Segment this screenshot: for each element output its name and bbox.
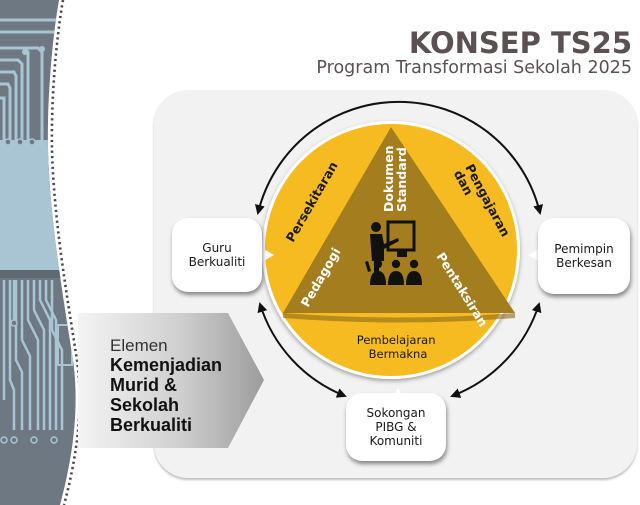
element-arrow-box	[78, 313, 264, 448]
element-line: Kemenjadian	[110, 355, 223, 375]
node-sokongan-pibg-komuniti: Sokongan PIBG & Komuniti	[346, 393, 446, 461]
center-triangle	[283, 127, 515, 313]
teacher-presentation-icon	[365, 220, 422, 285]
circuit-board-decoration	[0, 0, 81, 505]
arrow-bottom-right	[450, 302, 542, 398]
node-guru-berkualiti: Guru Berkualiti	[172, 218, 262, 292]
element-prefix: Elemen	[110, 336, 168, 355]
page-subtitle: Program Transformasi Sekolah 2025	[316, 58, 632, 78]
element-line: Sekolah	[110, 395, 180, 415]
node-pemimpin-berkesan: Pemimpin Berkesan	[538, 218, 630, 294]
element-line: Murid &	[110, 375, 177, 395]
arrow-bottom-left	[257, 302, 347, 398]
arrow-top	[255, 100, 543, 215]
element-line: Berkualiti	[110, 415, 193, 435]
circle-bottom-label: Pembelajaran Bermakna	[357, 333, 439, 361]
triangle-top-label: Dokumen Standard	[381, 141, 409, 212]
cycle-arrows	[255, 100, 543, 398]
page-title: KONSEP TS25	[408, 26, 632, 60]
element-label: Elemen Kemenjadian Murid & Sekolah Berku…	[110, 336, 223, 436]
